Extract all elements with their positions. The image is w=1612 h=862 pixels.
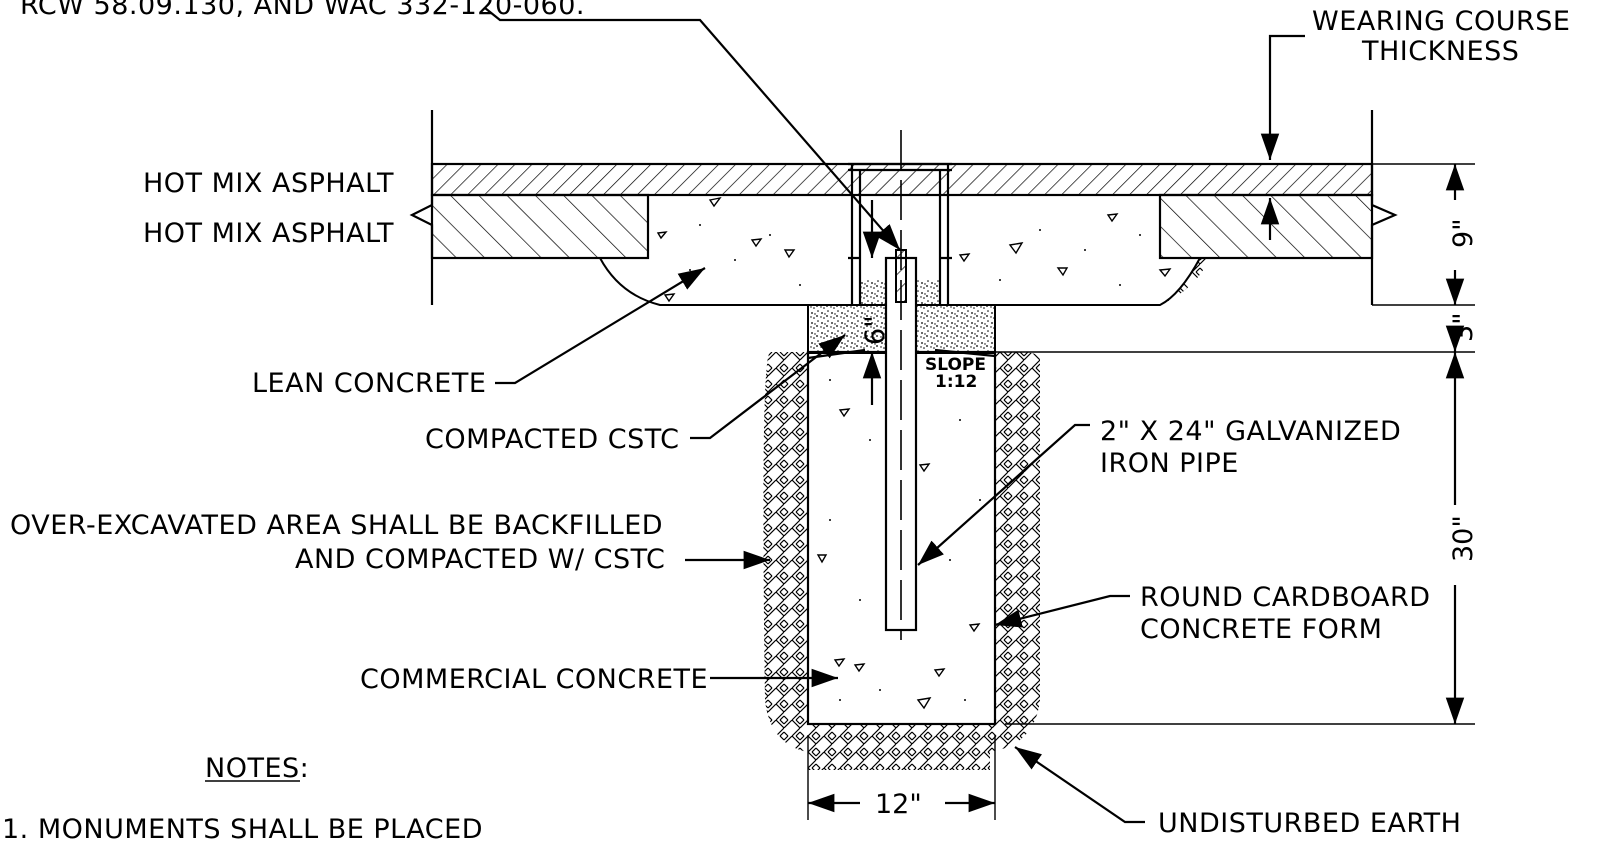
note-item-1: 1. MONUMENTS SHALL BE PLACED [2,814,483,845]
wearing-course-label-line2: THICKNESS [1361,36,1519,67]
lean-concrete-label: LEAN CONCRETE [252,368,486,399]
notes-heading: NOTES: [205,753,309,784]
dimension-9-inch: 9" [1448,218,1479,248]
cardboard-form-label-line1: ROUND CARDBOARD [1140,582,1431,613]
hot-mix-asphalt-label-bottom: HOT MIX ASPHALT [143,218,394,249]
galvanized-pipe-label-line2: IRON PIPE [1100,448,1239,479]
compacted-cstc-label: COMPACTED CSTC [425,424,679,455]
wearing-course-label-line1: WEARING COURSE [1312,6,1570,37]
dimension-12-lines [807,735,996,820]
galvanized-iron-pipe [884,130,918,640]
hot-mix-asphalt-top-layer [430,162,1374,197]
break-line-right [1370,110,1398,305]
break-line-left [409,110,434,305]
over-excavated-label-line2: AND COMPACTED W/ CSTC [295,544,665,575]
dimension-12-inch: 12" [875,789,922,820]
dimension-6-inch: 6" [860,315,891,345]
slope-label-line2: 1:12 [935,372,977,392]
dimension-lines-right [995,163,1475,725]
dimension-3-inch: 3" [1448,312,1479,342]
concrete-aggregate-marks [656,196,1172,710]
dimension-30-inch: 30" [1448,515,1479,562]
commercial-concrete-label: COMMERCIAL CONCRETE [360,664,708,695]
monument-case [848,162,952,305]
undisturbed-earth-label: UNDISTURBED EARTH [1158,808,1461,839]
cardboard-form-label-line2: CONCRETE FORM [1140,614,1382,645]
over-excavated-label-line1: OVER-EXCAVATED AREA SHALL BE BACKFILLED [10,510,663,541]
hot-mix-asphalt-bottom-layer-right [1158,193,1374,260]
top-note-text: RCW 58.09.130, AND WAC 332-120-060. [20,0,585,21]
leader-lines [484,7,1305,824]
hot-mix-asphalt-label-top: HOT MIX ASPHALT [143,168,394,199]
slope-label-line1: SLOPE [925,355,986,375]
hot-mix-asphalt-bottom-layer-left [430,193,650,260]
galvanized-pipe-label-line1: 2" X 24" GALVANIZED [1100,416,1401,447]
